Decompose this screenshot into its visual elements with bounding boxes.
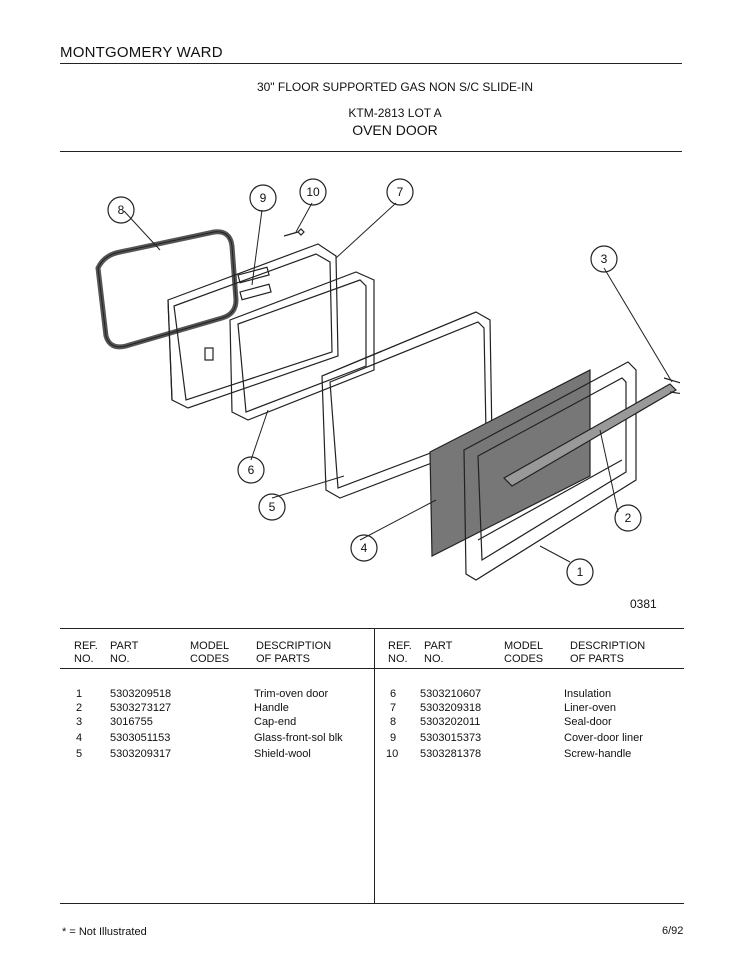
callout-9: 9 — [260, 191, 267, 205]
table-row: 10 5303281378 Screw-handle — [386, 748, 632, 760]
figure-code: 0381 — [630, 597, 657, 611]
header-ref-right: REF.NO. — [388, 640, 412, 665]
brand-name: MONTGOMERY WARD — [60, 44, 223, 61]
table-row: 9 5303015373 Cover-door liner — [390, 732, 643, 744]
callout-3: 3 — [601, 252, 608, 266]
parts-list-left: 1 5303209518 Trim-oven door 2 5303273127… — [76, 687, 366, 760]
callout-1: 1 — [577, 565, 584, 579]
title-rule — [60, 151, 682, 152]
callout-7: 7 — [397, 185, 404, 199]
table-row: 6 5303210607 Insulation — [390, 688, 612, 700]
model-description: 30" FLOOR SUPPORTED GAS NON S/C SLIDE-IN — [256, 80, 534, 94]
callout-10: 10 — [306, 185, 320, 199]
callout-8: 8 — [118, 203, 125, 217]
table-row: 7 5303209318 Liner-oven — [390, 702, 616, 714]
table-row: 1 5303209518 Trim-oven door — [76, 688, 329, 700]
revision-date: 6/92 — [662, 925, 684, 937]
exploded-parts-diagram: 1 2 3 4 5 6 7 8 9 10 — [95, 178, 680, 586]
table-header-rule — [60, 668, 684, 669]
table-row: 8 5303202011 Seal-door — [390, 716, 612, 728]
seal-door-part — [95, 229, 239, 350]
table-row: 3 3016755 Cap-end — [76, 716, 297, 728]
door-liner-part — [167, 243, 339, 409]
header-rule — [60, 63, 682, 64]
table-row: 2 5303273127 Handle — [76, 702, 289, 714]
table-top-rule — [60, 628, 684, 629]
callout-circles — [107, 178, 642, 586]
table-row: 4 5303051153 Glass-front-sol blk — [76, 732, 343, 744]
header-ref: REF.NO. — [74, 640, 98, 665]
insulation-part — [229, 271, 375, 421]
section-title: OVEN DOOR — [352, 122, 438, 138]
parts-list-right: 6 5303210607 Insulation 7 5303209318 Lin… — [386, 687, 680, 760]
handle-part — [503, 377, 680, 487]
not-illustrated-note: * = Not Illustrated — [62, 926, 147, 938]
screw-part — [283, 228, 305, 237]
callout-6: 6 — [248, 463, 255, 477]
callout-4: 4 — [361, 541, 368, 555]
table-bottom-rule — [60, 903, 684, 904]
trim-door-part — [463, 361, 637, 581]
callout-2: 2 — [625, 511, 632, 525]
callout-5: 5 — [269, 500, 276, 514]
table-divider — [374, 628, 375, 903]
model-number: KTM-2813 LOT A — [348, 106, 442, 120]
glass-part — [429, 369, 591, 557]
table-row: 5 5303209317 Shield-wool — [76, 748, 311, 760]
